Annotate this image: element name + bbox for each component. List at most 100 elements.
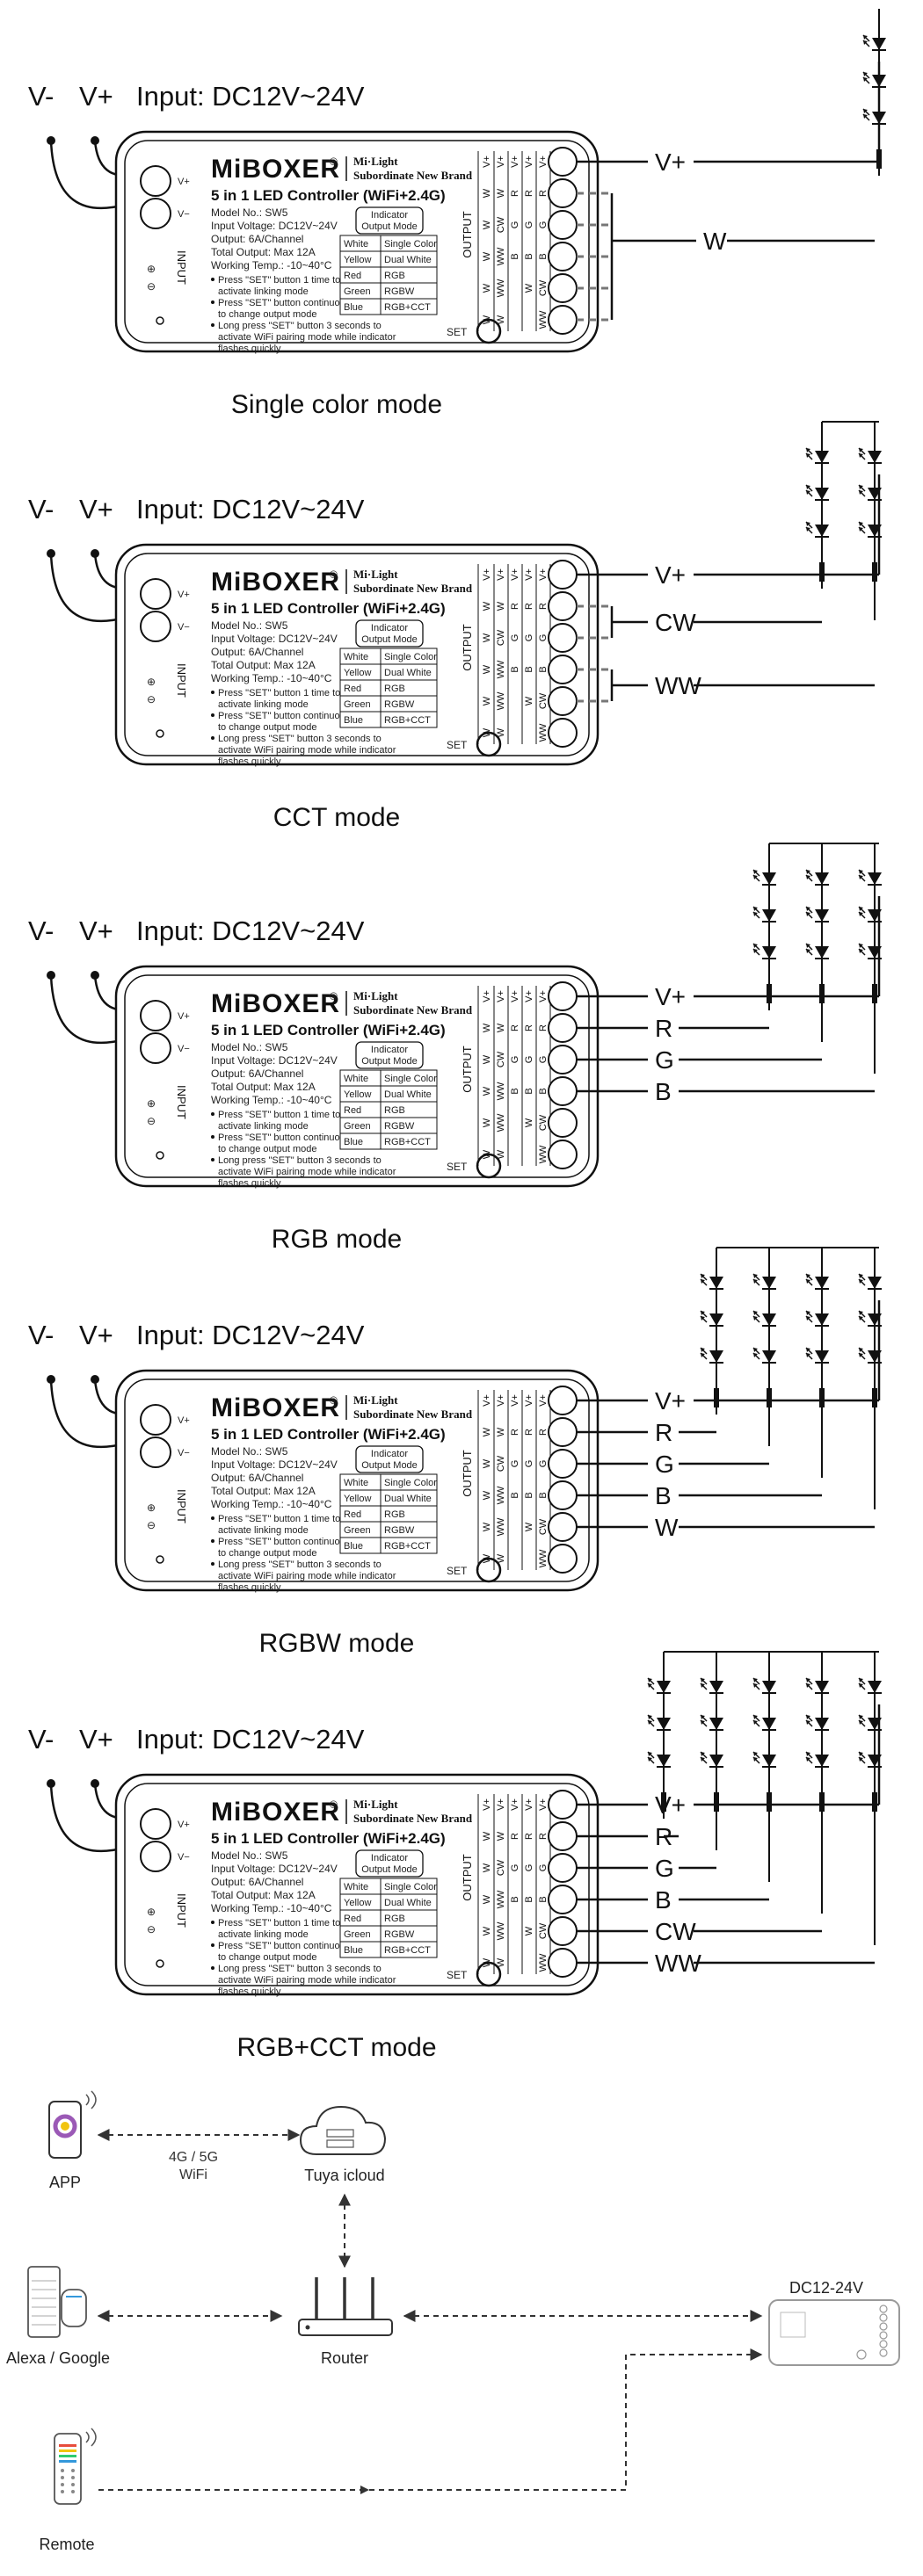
output-terminal-label: W: [496, 1023, 506, 1032]
mode-caption: RGBW mode: [259, 1629, 415, 1658]
instruction-line: Press "SET" button continuously: [218, 1941, 358, 1951]
instruction-line: activate linking mode: [218, 1525, 309, 1536]
input-voltage-label: Input: DC12V~24V: [136, 1320, 365, 1350]
vplus-side-label: V+: [178, 177, 190, 187]
sub-brand: Mi·Light: [353, 1393, 398, 1407]
output-terminal-label: W: [482, 1490, 492, 1500]
led-icon: [752, 906, 777, 923]
instruction-line: Press "SET" button 1 time to: [218, 1918, 340, 1928]
spec-line: Input Voltage: DC12V~24V: [211, 220, 338, 232]
output-terminal: [548, 655, 578, 684]
wifi-icon: [85, 2090, 97, 2109]
resistor-icon: [767, 1388, 772, 1407]
output-terminal-label: W: [524, 1522, 534, 1531]
spec-line: Output: 6A/Channel: [211, 646, 303, 658]
indicator-header: Indicator: [371, 210, 409, 221]
led-strip: [805, 1248, 830, 1478]
output-terminal-label: CW: [538, 1922, 549, 1939]
indicator-header: Output Mode: [361, 1056, 418, 1067]
indicator-mode: RGB+CCT: [384, 1137, 431, 1147]
led-icon: [752, 1714, 777, 1731]
spec-line: Model No.: SW5: [211, 619, 288, 632]
mode-section: V-V+Input: DC12V~24VV+V−⊕⊖INPUTMiBOXER®M…: [28, 843, 883, 1254]
indicator-color: Blue: [344, 302, 363, 313]
wire-label: G: [655, 1855, 674, 1882]
cloud-label: Tuya icloud: [304, 2167, 384, 2184]
output-terminal: [548, 1544, 578, 1574]
wire-label: R: [655, 1015, 672, 1042]
sub-brand-tagline: Subordinate New Brand: [353, 1003, 473, 1017]
vminus-terminal: [140, 1032, 171, 1064]
indicator-mode: Dual White: [384, 1089, 432, 1100]
smart-speaker-icon: [27, 2266, 87, 2338]
cloud-icon: [299, 2105, 387, 2155]
v-plus-label: V+: [79, 1320, 113, 1350]
output-terminal-label: R: [510, 190, 520, 197]
link-label: 4G / 5G: [169, 2150, 218, 2165]
output-terminal-label: CW: [538, 1114, 549, 1131]
indicator-led: [156, 729, 164, 738]
output-terminal-label: V+: [524, 156, 534, 168]
led-strip: [752, 1652, 777, 1882]
instruction-line: Long press "SET" button 3 seconds to: [218, 734, 382, 744]
wire-label: V+: [655, 148, 686, 176]
wire-label: B: [655, 1482, 672, 1509]
output-terminal-label: CW: [496, 1859, 506, 1876]
led-icon: [752, 869, 777, 886]
output-terminal-label: V+: [510, 1394, 520, 1407]
output-terminal-label: W: [482, 1522, 492, 1531]
output-terminal: [548, 591, 578, 621]
wire-label: V+: [655, 561, 686, 589]
led-icon: [752, 1273, 777, 1290]
led-icon: [700, 1273, 724, 1290]
indicator-color: Blue: [344, 715, 363, 726]
v-plus-label: V+: [79, 494, 113, 525]
indicator-mode: Dual White: [384, 1898, 432, 1908]
led-strip: [700, 1248, 724, 1415]
output-terminal-label: W: [482, 1086, 492, 1096]
instruction-line: flashes quickly: [218, 756, 281, 767]
instruction-line: activate linking mode: [218, 1929, 309, 1940]
output-terminal: [548, 1108, 578, 1138]
indicator-color: Yellow: [344, 1898, 371, 1908]
input-polarity-symbol: ⊖: [147, 1115, 156, 1127]
indicator-color: Red: [344, 1509, 361, 1520]
led-icon: [805, 906, 830, 923]
output-terminal-label: WW: [496, 1486, 506, 1504]
led-strip: [805, 843, 830, 1042]
indicator-led: [156, 1555, 164, 1564]
indicator-mode: Single Color: [384, 652, 437, 662]
controller-title: 5 in 1 LED Controller (WiFi+2.4G): [211, 600, 446, 617]
output-terminal-label: W: [524, 283, 534, 293]
output-terminal-label: B: [524, 1088, 534, 1094]
remote-icon: [54, 2433, 82, 2505]
led-icon: [805, 869, 830, 886]
v-minus-label: V-: [28, 81, 54, 112]
mode-caption: Single color mode: [231, 390, 442, 419]
led-icon: [862, 71, 887, 88]
brand-reg: ®: [330, 1798, 338, 1811]
indicator-color: Green: [344, 1929, 371, 1940]
mode-caption: RGB mode: [272, 1225, 402, 1254]
resistor-icon: [819, 984, 825, 1003]
instruction-line: to change output mode: [218, 1548, 317, 1559]
output-terminal: [548, 1045, 578, 1075]
led-icon: [700, 1677, 724, 1694]
output-terminal-label: WW: [496, 660, 506, 678]
led-icon: [752, 943, 777, 959]
output-terminal-label: W: [482, 601, 492, 611]
output-terminal: [548, 147, 578, 177]
led-icon: [805, 943, 830, 959]
output-terminal-label: V+: [482, 990, 492, 1002]
indicator-color: Blue: [344, 1541, 363, 1552]
instruction-line: Long press "SET" button 3 seconds to: [218, 321, 382, 331]
instruction-line: to change output mode: [218, 1952, 317, 1963]
output-terminal-label: W: [482, 1118, 492, 1127]
led-icon: [858, 1273, 883, 1290]
output-terminal-label: G: [524, 1864, 534, 1872]
indicator-mode: Single Color: [384, 1478, 437, 1488]
spec-line: Input Voltage: DC12V~24V: [211, 633, 338, 645]
output-terminal-label: W: [482, 1427, 492, 1436]
output-terminal-label: V+: [510, 568, 520, 581]
indicator-mode: RGB: [384, 1509, 405, 1520]
